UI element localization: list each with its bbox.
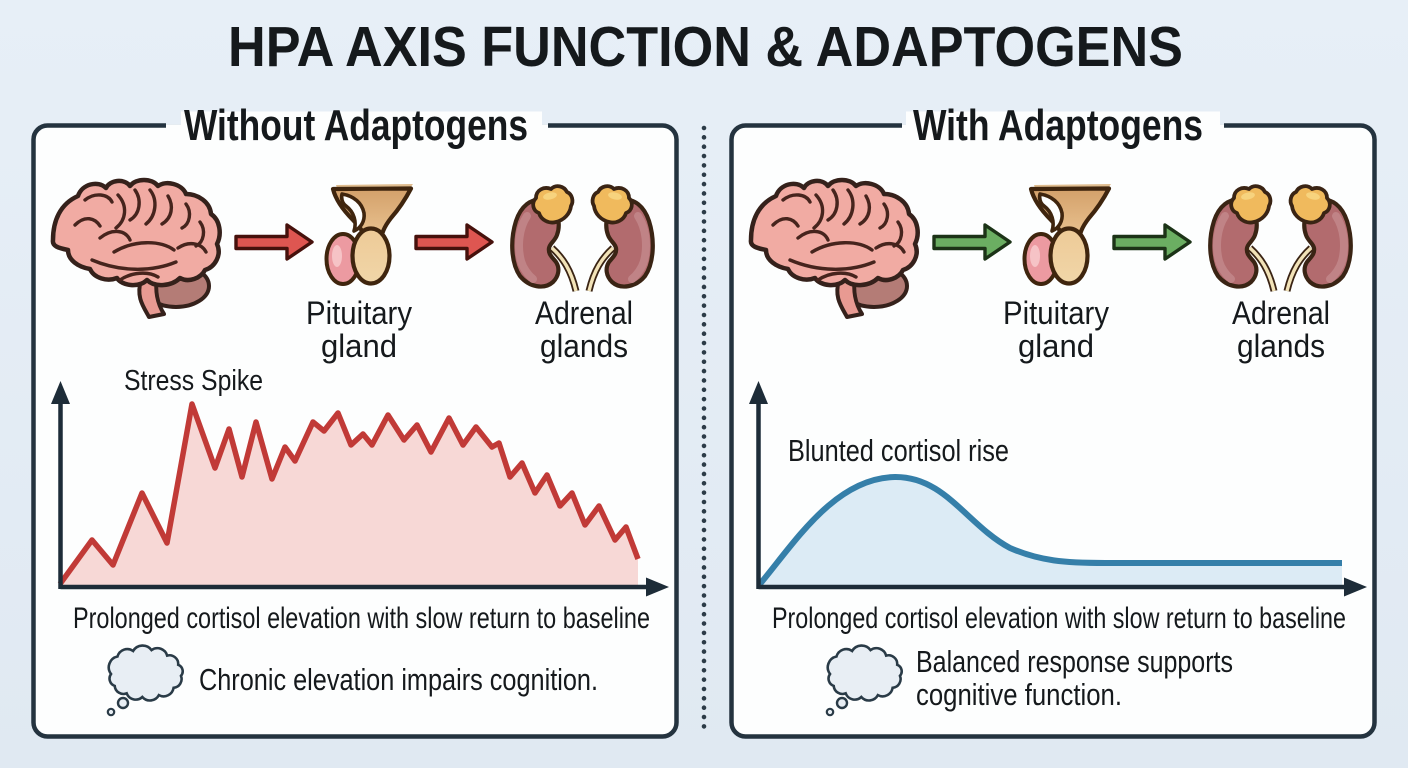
svg-text:Adrenal: Adrenal bbox=[1232, 295, 1330, 331]
svg-text:cognitive function.: cognitive function. bbox=[916, 677, 1122, 712]
svg-text:Prolonged cortisol elevation w: Prolonged cortisol elevation with slow r… bbox=[772, 602, 1346, 635]
svg-text:glands: glands bbox=[1237, 328, 1325, 364]
svg-text:Without Adaptogens: Without Adaptogens bbox=[184, 102, 528, 150]
svg-text:Adrenal: Adrenal bbox=[535, 295, 633, 331]
svg-text:Balanced response supports: Balanced response supports bbox=[916, 644, 1233, 679]
svg-text:Chronic elevation impairs cogn: Chronic elevation impairs cognition. bbox=[199, 662, 598, 697]
svg-text:With Adaptogens: With Adaptogens bbox=[913, 102, 1203, 150]
svg-text:Pituitary: Pituitary bbox=[1003, 295, 1109, 331]
svg-text:gland: gland bbox=[321, 328, 397, 364]
svg-text:Pituitary: Pituitary bbox=[306, 295, 412, 331]
svg-text:Stress Spike: Stress Spike bbox=[124, 365, 263, 397]
svg-text:gland: gland bbox=[1018, 328, 1094, 364]
svg-text:glands: glands bbox=[540, 328, 628, 364]
svg-text:HPA AXIS FUNCTION & ADAPTOGENS: HPA AXIS FUNCTION & ADAPTOGENS bbox=[228, 15, 1183, 78]
svg-text:Blunted cortisol rise: Blunted cortisol rise bbox=[788, 433, 1009, 468]
svg-text:Prolonged cortisol elevation w: Prolonged cortisol elevation with slow r… bbox=[73, 602, 650, 635]
